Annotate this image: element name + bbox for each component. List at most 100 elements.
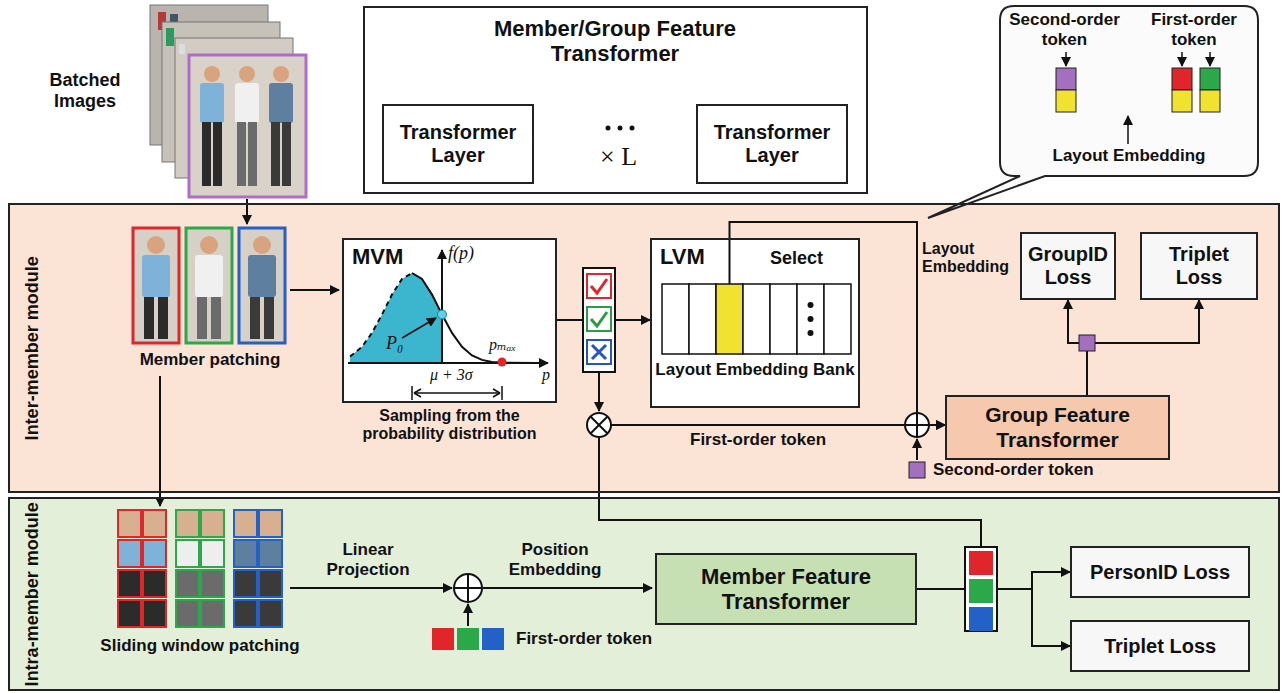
image-stack <box>273 66 289 82</box>
ellipsis-dots <box>606 126 635 131</box>
step-label: Linear Projection <box>318 540 418 579</box>
embedding-bank <box>808 330 814 336</box>
callout-shape <box>1065 52 1067 66</box>
token-square <box>1079 335 1095 351</box>
node-title: LVM <box>660 244 705 269</box>
patch-grid <box>234 570 257 597</box>
patch-grid <box>234 510 282 627</box>
image-stack <box>213 122 222 186</box>
token-square <box>482 628 504 650</box>
image-stack <box>179 44 185 54</box>
token-label: First-order token <box>516 629 652 649</box>
image-stack <box>150 5 306 197</box>
distribution-plot <box>412 386 502 400</box>
math-label: pₘₐₓ <box>489 336 516 354</box>
loss-box: PersonID Loss <box>1070 546 1250 598</box>
patch-grid <box>176 510 224 627</box>
patch-grid <box>201 510 224 537</box>
patch-grid <box>259 570 282 597</box>
multiply-operator <box>587 413 611 437</box>
embedding-bank <box>729 240 731 284</box>
member-crops <box>133 228 285 343</box>
module-band: Inter-member moduleMVMSampling from the … <box>8 203 1280 493</box>
patch-grid <box>143 600 166 627</box>
member-crops <box>211 297 221 339</box>
math-label: P₀ <box>386 333 403 354</box>
multiply-operator <box>587 413 611 437</box>
member-crops <box>133 228 179 343</box>
patch-grid <box>118 510 141 537</box>
image-stack <box>189 55 306 197</box>
image-stack <box>235 83 259 123</box>
box-fill <box>650 238 860 408</box>
selection-switch <box>591 312 607 326</box>
patch-grid <box>143 510 166 537</box>
ellipsis-dots <box>606 126 611 131</box>
patch-grid <box>259 540 282 567</box>
box-fill <box>382 104 534 184</box>
distribution-plot <box>441 250 443 363</box>
patch-grid <box>118 510 166 627</box>
flow-arrow <box>290 587 452 589</box>
distribution-plot <box>414 392 500 394</box>
patch-grid <box>118 540 141 567</box>
embedding-bank <box>716 284 743 354</box>
node-title: Member Feature Transformer <box>661 564 911 615</box>
flow-arrow <box>598 372 600 411</box>
box-fill <box>1140 232 1258 300</box>
distribution-plot <box>498 358 507 367</box>
flow-arrow <box>467 604 469 626</box>
patch-grid <box>234 600 257 627</box>
member-crops <box>142 255 170 297</box>
node-title: Triplet Loss <box>1146 243 1252 289</box>
callout-shape <box>1209 52 1211 66</box>
step-label: Sliding window patching <box>80 636 320 656</box>
loss-box: GroupID Loss <box>1020 232 1116 300</box>
axis-label: p <box>542 366 550 384</box>
embedding-bank <box>808 316 814 322</box>
module-band: Intra-member module Member Feature Transf… <box>8 497 1280 691</box>
image-stack <box>202 122 211 186</box>
box-fill <box>1020 232 1116 300</box>
member-crops <box>200 236 218 254</box>
node-title: Triplet Loss <box>1104 635 1216 658</box>
patch-grid <box>234 540 257 567</box>
token-stack <box>969 551 993 575</box>
flow-arrow <box>160 199 917 626</box>
box-fill <box>342 238 557 403</box>
patch-grid <box>118 570 141 597</box>
flow-arrow <box>483 587 652 589</box>
box-fill <box>655 553 917 625</box>
member-crops <box>264 297 274 339</box>
add-operator <box>905 413 929 437</box>
callout-bubble: Second-order tokenFirst-order tokenLayou… <box>1000 6 1258 176</box>
token-square <box>432 628 454 650</box>
connector-label: Layout Embedding <box>922 240 1014 277</box>
embedding-bank <box>808 302 814 308</box>
member-crops <box>239 228 285 343</box>
callout-shape <box>1172 68 1192 90</box>
distribution-plot <box>438 310 447 319</box>
callout-shape <box>1200 90 1220 112</box>
image-stack <box>239 66 255 82</box>
node-text: First-order token <box>1133 10 1255 49</box>
member-crops <box>186 228 232 343</box>
image-stack <box>248 122 257 186</box>
box-fill <box>1070 620 1250 672</box>
callout-shape <box>1056 90 1076 112</box>
image-stack <box>271 122 280 186</box>
token-stack <box>969 607 993 631</box>
image-stack <box>282 122 291 186</box>
callout-shape <box>928 6 1258 218</box>
image-stack <box>204 66 220 82</box>
member-crops <box>144 297 154 339</box>
node-title: Intra-member module <box>22 499 43 689</box>
patch-grid <box>143 570 166 597</box>
transformer-box: Member Feature Transformer <box>655 553 917 625</box>
distribution-plot <box>414 389 500 397</box>
member-crops <box>147 236 165 254</box>
box-fill <box>8 203 1280 493</box>
